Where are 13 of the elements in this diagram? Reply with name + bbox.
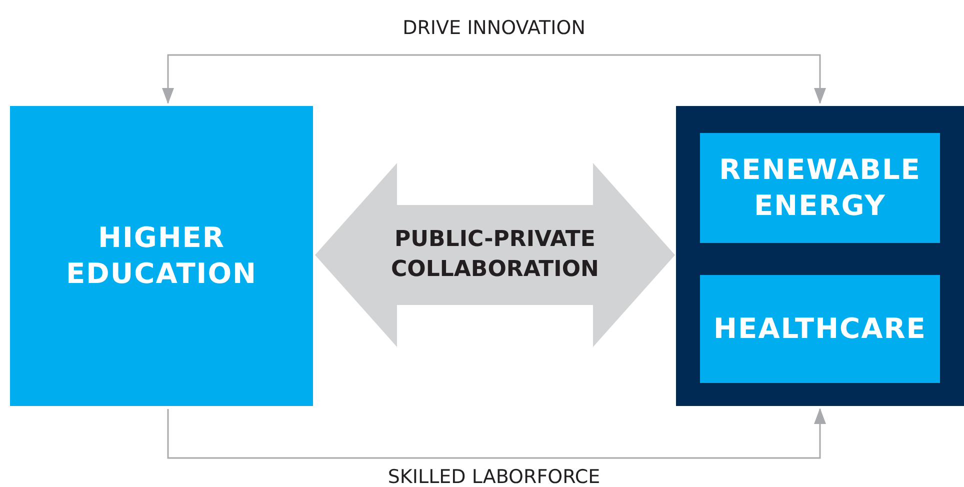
education-box [10, 106, 313, 406]
box-label: HIGHER EDUCATION [65, 220, 258, 292]
connector-arrow [162, 54, 826, 104]
double-arrow [315, 163, 675, 347]
edge-label: PUBLIC-PRIVATE COLLABORATION [390, 226, 600, 284]
box-label: RENEWABLE ENERGY [718, 152, 922, 224]
box-label: HEALTHCARE [712, 311, 928, 347]
healthcare-box [700, 275, 940, 383]
energy-box [700, 133, 940, 243]
edge-label: SKILLED LABORFORCE [388, 466, 600, 487]
connector-arrow [167, 408, 826, 459]
edge-label: DRIVE INNOVATION [402, 17, 586, 39]
sector-container [676, 106, 964, 406]
